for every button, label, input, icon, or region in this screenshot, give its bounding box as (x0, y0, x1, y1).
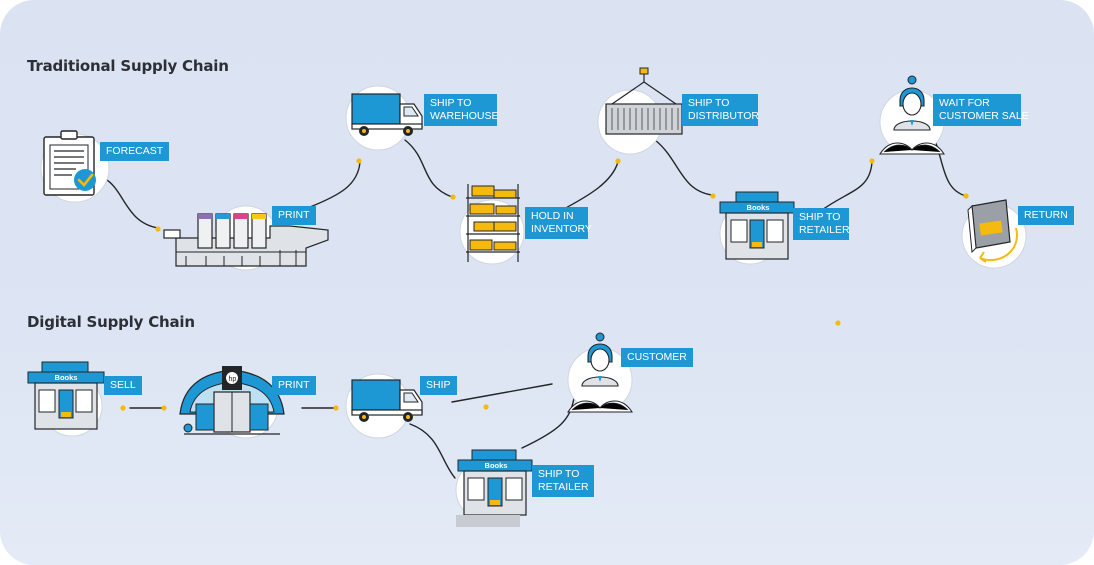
store-sign: Books (484, 461, 508, 470)
connector-dot (963, 193, 969, 199)
label-ship-to-retailer-digital: SHIP TO RETAILER (532, 465, 594, 497)
label-line: SHIP TO (799, 211, 841, 223)
label-line: SHIP TO (688, 97, 730, 109)
connector-dot (161, 405, 167, 411)
person-reading-icon (879, 75, 945, 155)
label-line: WAIT FOR (939, 97, 990, 109)
label-wait-for-customer-sale: WAIT FOR CUSTOMER SALE (933, 94, 1029, 126)
connector-dot (155, 226, 161, 232)
bookstore-icon (719, 191, 795, 265)
printing-press-icon (163, 205, 329, 271)
connector-dot (483, 404, 489, 410)
label-line: CUSTOMER SALE (939, 110, 1029, 122)
connector-dot (450, 194, 456, 200)
truck-icon (345, 85, 423, 151)
label-ship-to-retailer: SHIP TO RETAILER (793, 208, 850, 240)
label-line: HOLD IN (531, 210, 574, 222)
label-forecast: FORECAST (100, 142, 170, 161)
connector-dot (356, 158, 362, 164)
customer-reading-icon (567, 332, 633, 413)
inventory-shelf-icon (459, 184, 525, 265)
connector-dot (615, 158, 621, 164)
label-line: INVENTORY (531, 223, 592, 235)
label-sell: SELL (104, 376, 142, 395)
connector-dot (835, 320, 841, 326)
digital-connectors (129, 383, 575, 479)
clipboard-icon (40, 130, 110, 203)
store-sign: Books (54, 373, 78, 382)
label-ship-to-distributor: SHIP TO DISTRIBUTOR (682, 94, 759, 126)
connector-dot (333, 405, 339, 411)
label-line: SHIP TO (538, 468, 580, 480)
label-line: SHIP TO (430, 97, 472, 109)
traditional-connectors (103, 139, 967, 229)
bookstore-icon (27, 361, 105, 437)
label-line: RETAILER (538, 481, 589, 493)
connector-dot (120, 405, 126, 411)
connector-dots (120, 158, 969, 411)
label-line: RETAILER (799, 224, 850, 236)
connector-dot (710, 193, 716, 199)
label-line: DISTRIBUTOR (688, 110, 759, 122)
traditional-section-title: Traditional Supply Chain (27, 57, 229, 75)
connector-dot (869, 158, 875, 164)
label-hold-in-inventory: HOLD IN INVENTORY (525, 207, 592, 239)
label-line: WAREHOUSE (430, 110, 499, 122)
shipping-container-icon (597, 67, 683, 155)
label-ship: SHIP (420, 376, 457, 395)
label-ship-to-warehouse: SHIP TO WAREHOUSE (424, 94, 499, 126)
label-print-digital: PRINT (272, 376, 316, 395)
truck-icon (345, 373, 423, 439)
label-return: RETURN (1018, 206, 1074, 225)
digital-section-title: Digital Supply Chain (27, 313, 195, 331)
label-customer: CUSTOMER (621, 348, 693, 367)
label-print: PRINT (272, 206, 316, 225)
digital-press-icon: hp (179, 366, 285, 439)
bookstore-icon (455, 449, 533, 527)
store-sign: Books (746, 203, 770, 212)
svg-text:hp: hp (229, 376, 237, 383)
return-book-icon (961, 199, 1027, 269)
